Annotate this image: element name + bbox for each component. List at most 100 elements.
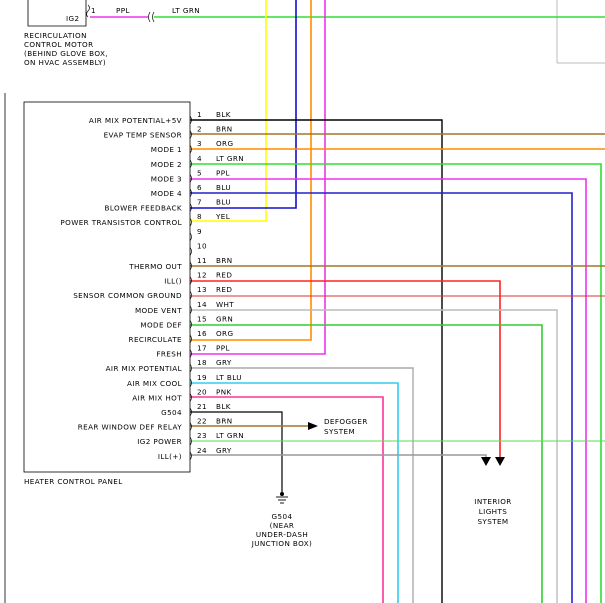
pin-wire-color: LT GRN [216,154,244,163]
pin-number: 3 [197,139,202,148]
pin-wire-color: WHT [216,300,234,309]
pin-number: 4 [197,154,202,163]
pin-wire-color: BLK [216,110,231,119]
svg-text:CONTROL MOTOR: CONTROL MOTOR [24,40,93,49]
pin-label: MODE 4 [151,189,182,198]
recirc-motor: IG2 1 PPL LT GRN RECIRCULATION CONTROL M… [24,0,200,67]
pin-wire-color: YEL [215,212,230,221]
pin-row-18: AIR MIX POTENTIAL 18 GRY [106,358,232,373]
pin-number: 22 [197,417,207,426]
svg-text:SYSTEM: SYSTEM [324,427,355,436]
pin-row-10: 10 [189,241,207,256]
pin-connector-icon [189,378,192,388]
svg-text:INTERIOR: INTERIOR [474,497,511,506]
pin-connector-icon [189,203,192,212]
ill-plus-arrow-icon [481,457,491,466]
ground-label: G504 (NEAR UNDER-DASH JUNCTION BOX) [251,512,313,548]
pin-connector-icon [189,232,192,242]
svg-text:JUNCTION BOX): JUNCTION BOX) [251,539,313,548]
recirc-connector-wire-color: LT GRN [172,6,200,15]
pin-label: MODE VENT [135,306,182,315]
ill-minus-arrow-icon [495,457,505,466]
pin-number: 9 [197,227,202,236]
pin-label: REAR WINDOW DEF RELAY [78,423,182,432]
pin-wire-color: LT BLU [216,373,242,382]
pin-number: 19 [197,373,207,382]
svg-text:ON HVAC ASSEMBLY): ON HVAC ASSEMBLY) [24,58,106,67]
pin-label: MODE DEF [140,320,182,329]
pin-wire-color: ORG [216,329,233,338]
svg-text:LIGHTS: LIGHTS [479,507,507,516]
svg-text:(BEHIND GLOVE BOX,: (BEHIND GLOVE BOX, [24,49,108,58]
pin-connector-icon [189,144,192,154]
pin-connector-icon [189,422,192,431]
svg-text:UNDER-DASH: UNDER-DASH [256,530,308,539]
pin-label: AIR MIX POTENTIAL [106,364,182,373]
pin-connector-icon [189,115,192,125]
pin-connector-icon [189,174,192,183]
pin-row-6: MODE 4 6 BLU [151,183,231,198]
defogger-arrow-icon [308,422,318,430]
svg-text:DEFOGGER: DEFOGGER [324,417,368,426]
pin-row-9: 9 [189,227,202,242]
pin-wire-color: RED [216,271,232,280]
pin-connector-icon [189,451,192,461]
pin-label: EVAP TEMP SENSOR [104,131,182,140]
recirc-wire-color: PPL [116,6,130,15]
ground-icon [276,492,288,504]
pin-label: SENSOR COMMON GROUND [73,291,182,300]
pin-wire-color: BLU [216,183,231,192]
pin-label: AIR MIX HOT [132,393,182,402]
pin-number: 6 [197,183,202,192]
pin-label: MODE 3 [151,174,182,183]
pin-connector-icon [189,130,192,139]
recirc-caption: RECIRCULATION CONTROL MOTOR (BEHIND GLOV… [24,31,108,67]
pin-label: G504 [161,408,182,417]
pin-number: 5 [197,168,202,177]
pin-number: 11 [197,256,207,265]
pin-wire-color: PPL [216,344,230,353]
pin-wire-color: RED [216,285,232,294]
pin-connector-icon [189,159,192,169]
pin-wire-color: GRN [216,314,233,323]
pin-row-4: MODE 2 4 LT GRN [151,154,244,169]
pin-number: 12 [197,271,207,280]
wires [90,0,605,603]
pin-connector-icon [189,393,192,402]
pin-number: 13 [197,285,207,294]
pin-number: 17 [197,344,207,353]
pin-wire-color: BLU [216,198,231,207]
pin-connector-icon [189,261,192,271]
pin-number: 16 [197,329,207,338]
pin-connector-icon [189,407,192,417]
pin-row-13: SENSOR COMMON GROUND 13 RED [73,285,232,300]
pin-number: 21 [197,402,207,411]
pin-label: POWER TRANSISTOR CONTROL [60,218,182,227]
interior-lights-system: INTERIOR LIGHTS SYSTEM [474,497,511,526]
pin-number: 24 [197,446,207,455]
pin-connector-icon [189,276,192,285]
svg-text:G504: G504 [272,512,293,521]
svg-text:(NEAR: (NEAR [270,521,295,530]
pin-number: 14 [197,300,207,309]
pin-label: MODE 2 [151,160,182,169]
pin-label: BLOWER FEEDBACK [105,204,182,213]
panel-caption: HEATER CONTROL PANEL [24,477,123,486]
pin-number: 1 [197,110,202,119]
pin-wire-color: BRN [216,256,233,265]
pin-wire-color: GRY [216,358,232,367]
pin-wire-color: LT GRN [216,431,244,440]
pin-number: 18 [197,358,207,367]
